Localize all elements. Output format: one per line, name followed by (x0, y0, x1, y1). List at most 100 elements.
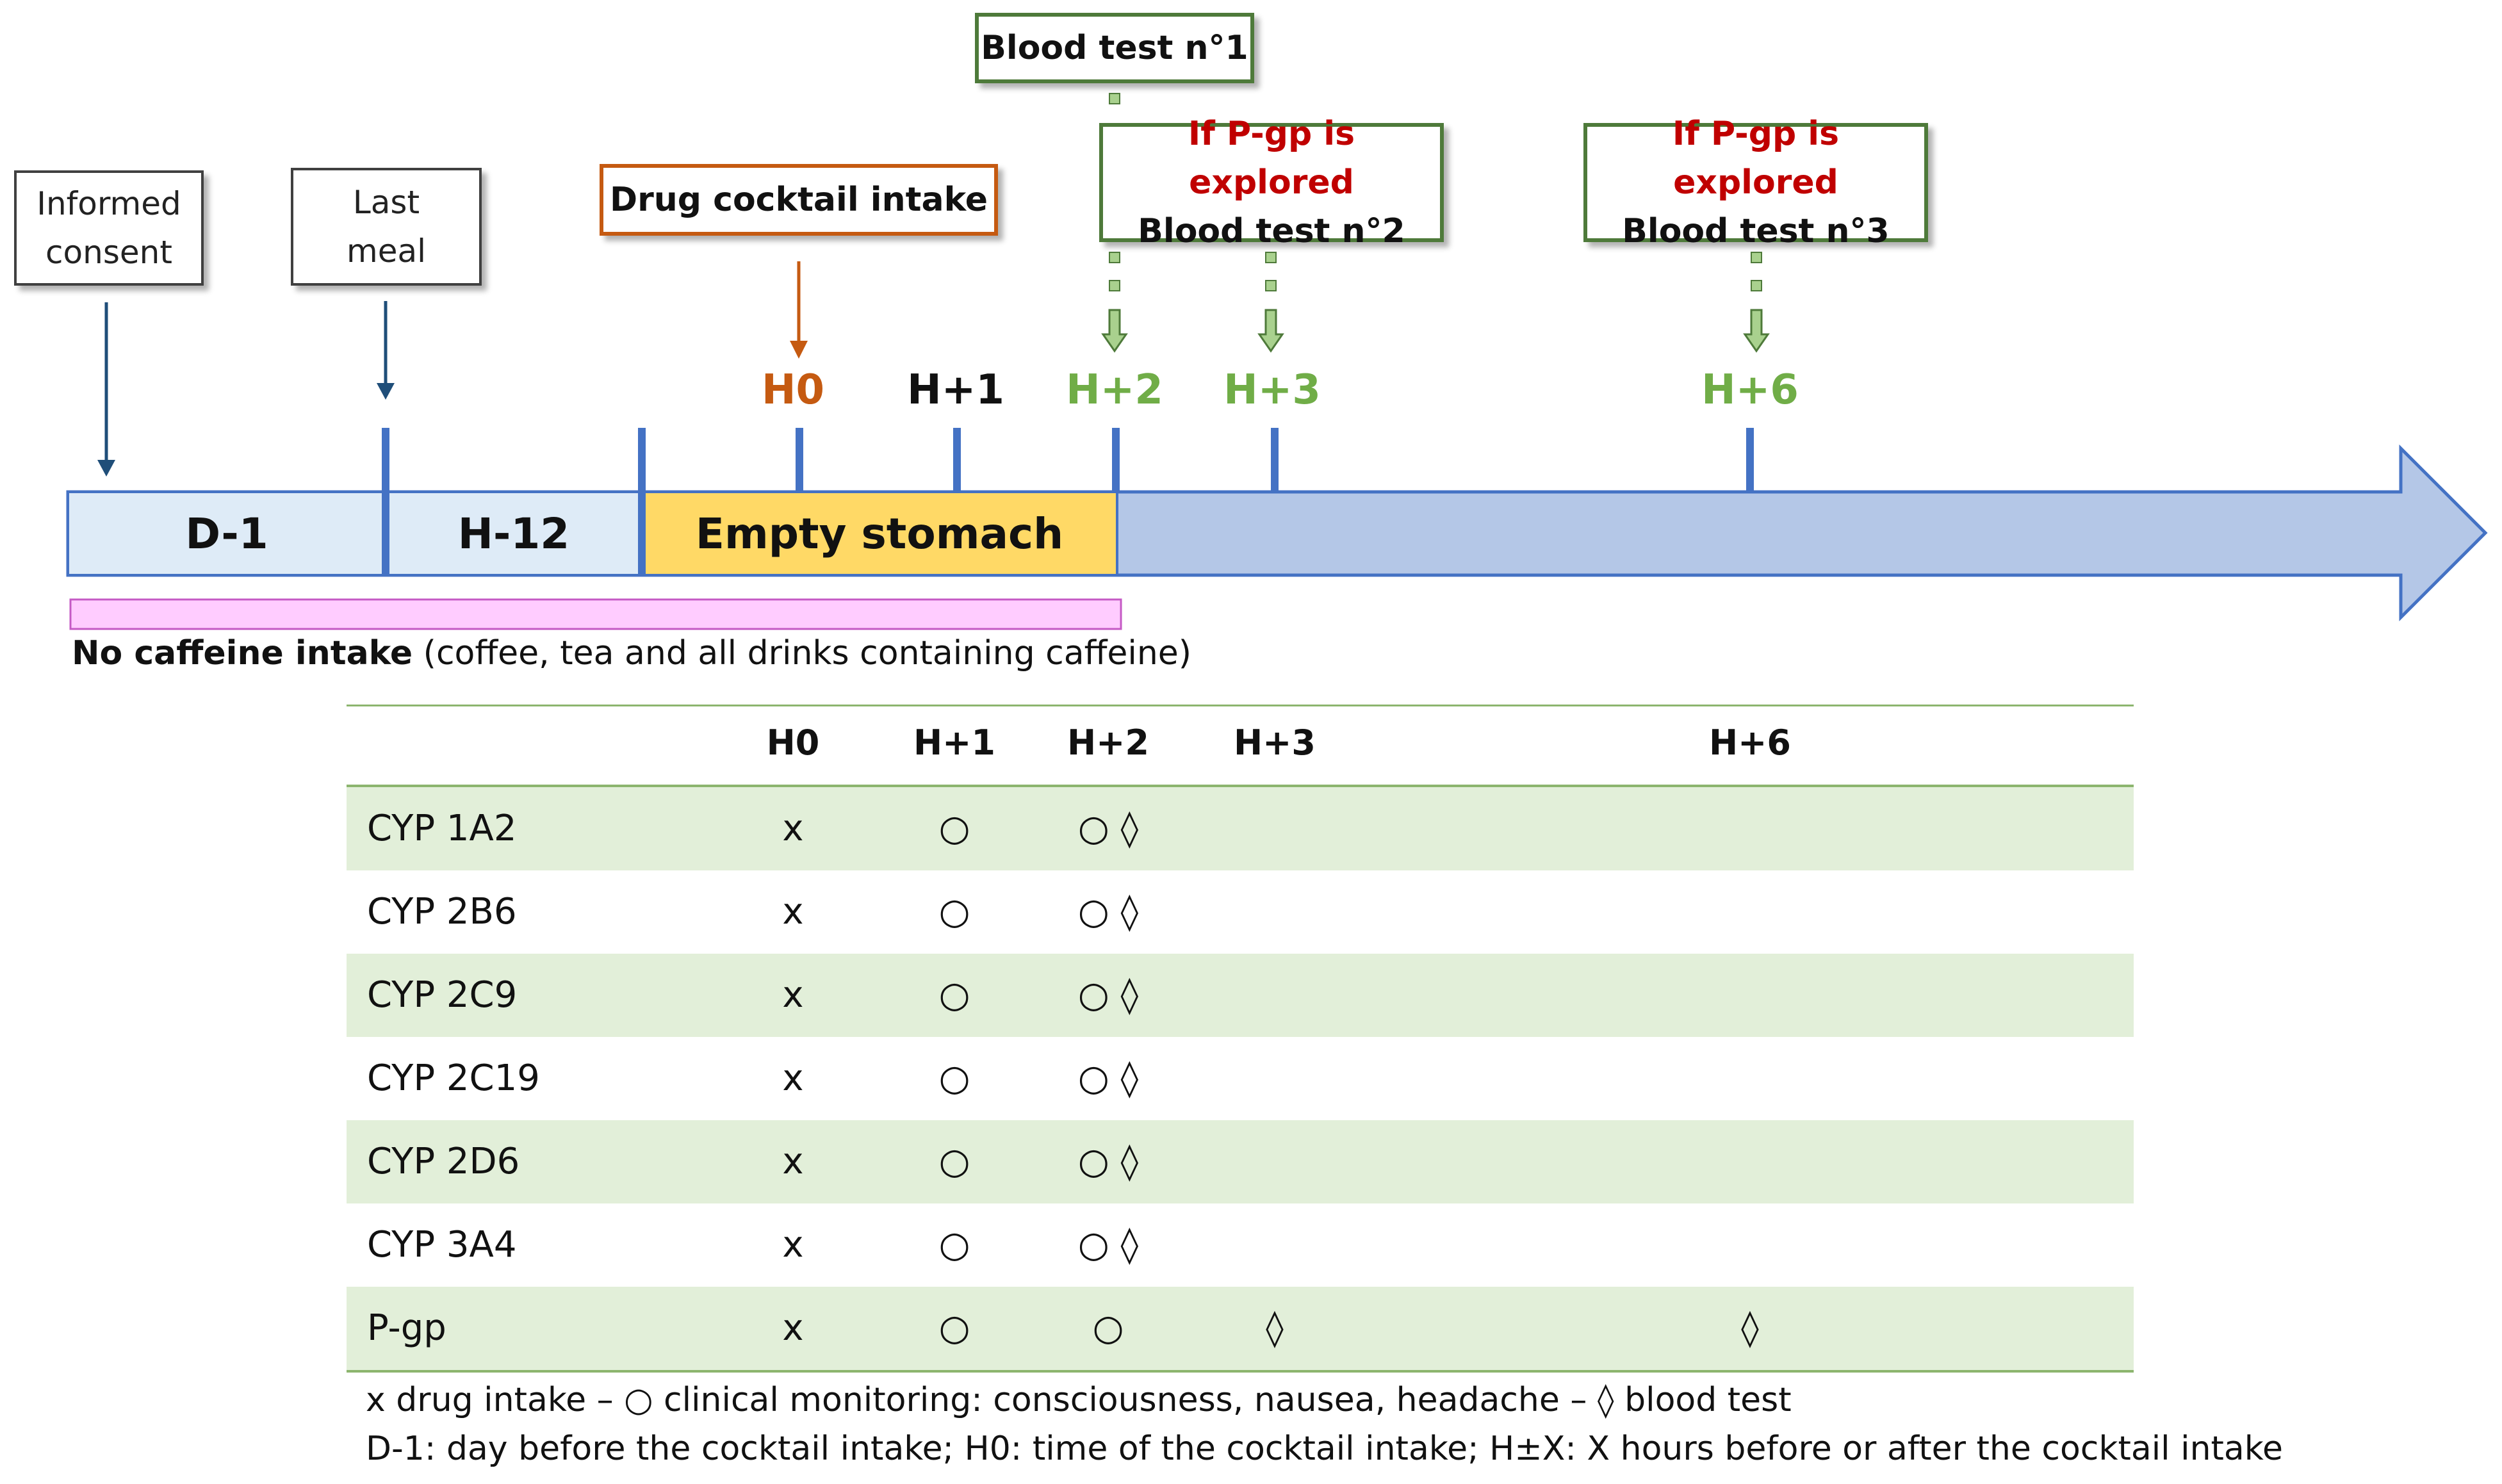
row-name: CYP 2D6 (367, 1141, 520, 1182)
cell-h0: x (782, 891, 804, 933)
blood-test-3-box: If P-gp is explored Blood test n°3 (1583, 115, 1928, 250)
row-name: CYP 2C19 (367, 1057, 540, 1099)
cell-h2: ○ ◊ (1077, 1057, 1139, 1099)
cell-h2: ○ ◊ (1077, 1141, 1139, 1182)
table-row: CYP 3A4 x ○ ○ ◊ (347, 1203, 2134, 1287)
h12-label: H-12 (457, 509, 570, 559)
cell-h2: ○ ◊ (1077, 808, 1139, 849)
cell-h1: ○ (938, 1307, 970, 1349)
connector-dot (1751, 252, 1762, 263)
cell-h1: ○ (938, 1224, 970, 1266)
column-header-h2: H+2 (1067, 722, 1150, 763)
column-header-h0: H0 (766, 722, 820, 763)
cell-h0: x (782, 1141, 804, 1182)
connector-dot (1109, 252, 1120, 263)
no-caffeine-bold: No caffeine intake (72, 634, 413, 673)
table-row: CYP 2B6 x ○ ○ ◊ (347, 870, 2134, 954)
column-header-h6: H+6 (1708, 722, 1792, 763)
drug-cocktail-intake-box: Drug cocktail intake (600, 164, 998, 236)
blood-test-2-box: If P-gp is explored Blood test n°2 (1099, 115, 1444, 250)
cell-h1: ○ (938, 1141, 970, 1182)
cell-h0: x (782, 974, 804, 1016)
tick-h3 (1271, 428, 1279, 492)
column-header-h1: H+1 (913, 722, 996, 763)
timeline-diagram (66, 93, 2488, 630)
cell-h0: x (782, 1057, 804, 1099)
informed-consent-box: Informed consent (14, 170, 204, 286)
cell-h1: ○ (938, 1057, 970, 1099)
row-name: CYP 2C9 (367, 974, 518, 1016)
cell-h1: ○ (938, 891, 970, 933)
tick-empty-stomach (638, 428, 646, 575)
connector-dot (1109, 93, 1120, 104)
table-row: CYP 2D6 x ○ ○ ◊ (347, 1120, 2134, 1203)
blood-test-3-arrow-icon (1743, 309, 1770, 353)
table-top-rule (347, 705, 2134, 706)
cell-h0: x (782, 1307, 804, 1349)
time-label-h2: H+2 (1066, 366, 1163, 414)
cell-h0: x (782, 808, 804, 849)
empty-stomach-label: Empty stomach (695, 509, 1064, 559)
table-header-rule (347, 785, 2134, 787)
cell-h6: ◊ (1741, 1307, 1759, 1349)
row-name: P-gp (367, 1307, 446, 1349)
cell-h0: x (782, 1224, 804, 1266)
empty-stomach-segment (641, 491, 1118, 576)
connector-dot (1751, 280, 1762, 291)
d1-segment (67, 491, 387, 576)
blood-test-1-box: Blood test n°1 (975, 13, 1254, 83)
blood-test-3-label: Blood test n°3 (1622, 212, 1890, 250)
row-name: CYP 1A2 (367, 808, 517, 849)
tick-h1 (953, 428, 961, 492)
legend-line-1: x drug intake – ○ clinical monitoring: c… (366, 1381, 1792, 1419)
informed-consent-line1: Informed (37, 185, 181, 222)
d1-label: D-1 (185, 509, 268, 559)
time-label-h0: H0 (761, 366, 825, 414)
no-caffeine-detail: (coffee, tea and all drinks containing c… (413, 634, 1192, 673)
row-name: CYP 2B6 (367, 891, 517, 933)
time-label-h3: H+3 (1223, 366, 1321, 414)
cell-h2: ○ (1092, 1307, 1124, 1349)
blood-test-2-arrow-icon (1257, 309, 1284, 353)
last-meal-line2: meal (347, 232, 426, 270)
blood-test-2-condition: If P-gp is explored (1188, 115, 1355, 202)
table-row: CYP 2C19 x ○ ○ ◊ (347, 1037, 2134, 1120)
time-label-h1: H+1 (907, 366, 1004, 414)
last-meal-line1: Last (352, 184, 420, 221)
table-row: CYP 2C9 x ○ ○ ◊ (347, 954, 2134, 1037)
tick-h2 (1112, 428, 1120, 492)
cell-h3: ◊ (1266, 1307, 1284, 1349)
table-row: P-gp x ○ ○ ◊ ◊ (347, 1287, 2134, 1370)
tick-h6 (1746, 428, 1754, 492)
consent-arrowhead (97, 460, 115, 477)
blood-test-1-arrow-icon (1101, 309, 1128, 353)
row-name: CYP 3A4 (367, 1224, 517, 1266)
table-header: H0 H+1 H+2 H+3 H+6 (347, 722, 2134, 767)
cell-h2: ○ ◊ (1077, 891, 1139, 933)
drug-cocktail-intake-label: Drug cocktail intake (609, 181, 988, 219)
connector-dot (1265, 252, 1277, 263)
cell-h2: ○ ◊ (1077, 974, 1139, 1016)
connector-dot (1109, 280, 1120, 291)
connector-dot (1265, 280, 1277, 291)
no-caffeine-bar (69, 598, 1122, 630)
no-caffeine-note: No caffeine intake (coffee, tea and all … (72, 634, 1191, 673)
legend-line-2: D-1: day before the cocktail intake; H0:… (366, 1430, 2284, 1468)
blood-test-2-label: Blood test n°2 (1138, 212, 1405, 250)
time-label-h6: H+6 (1701, 366, 1799, 414)
h12-segment (384, 491, 643, 576)
last-meal-arrowhead (377, 383, 395, 400)
last-meal-box: Last meal (291, 168, 482, 286)
tick-h0 (796, 428, 803, 492)
blood-test-3-condition: If P-gp is explored (1672, 115, 1840, 202)
table-bottom-rule (347, 1370, 2134, 1373)
blood-test-1-label: Blood test n°1 (981, 29, 1248, 67)
drug-intake-arrowhead (790, 341, 808, 359)
column-header-h3: H+3 (1233, 722, 1316, 763)
tick-h12 (382, 428, 389, 575)
cell-h1: ○ (938, 974, 970, 1016)
cell-h1: ○ (938, 808, 970, 849)
table-row: CYP 1A2 x ○ ○ ◊ (347, 787, 2134, 870)
cell-h2: ○ ◊ (1077, 1224, 1139, 1266)
informed-consent-line2: consent (45, 234, 172, 271)
